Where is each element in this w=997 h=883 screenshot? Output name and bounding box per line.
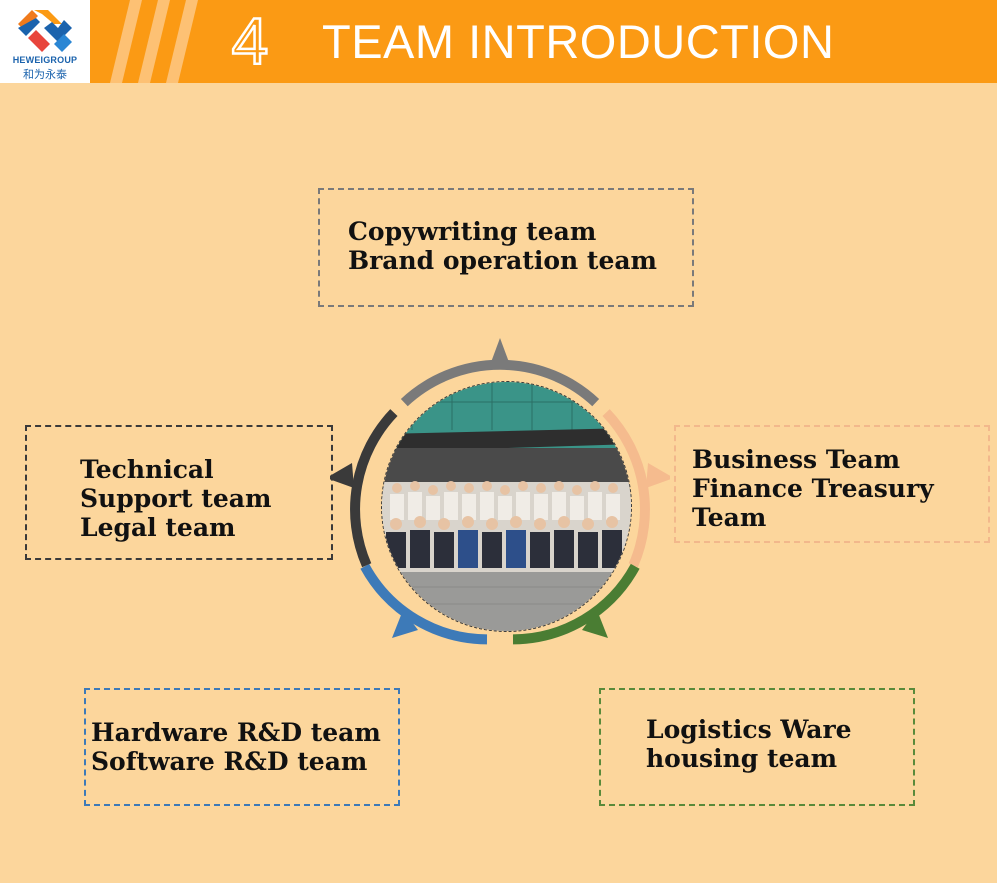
ring-arc-dark [350,409,398,568]
team-label: housing team [646,744,838,773]
arrow-dark-icon [330,463,354,488]
arrow-green-icon [582,610,608,638]
arrow-blue-icon [392,610,418,638]
team-label: Brand operation team [348,246,657,275]
team-label: Support team [80,484,272,513]
team-box-copywriting-brand: Copywriting team Brand operation team [318,188,694,307]
team-box-technical-legal: Technical Support team Legal team [25,425,333,560]
team-label: Copywriting team [348,217,597,246]
team-photo-illustration [382,382,631,631]
logo-mark-icon [18,10,72,52]
team-label: Legal team [80,513,236,542]
team-label: Software R&D team [91,747,368,776]
team-box-hardware-software: Hardware R&D team Software R&D team [84,688,400,806]
ring-arc-green [512,563,640,645]
team-photo [381,381,632,632]
team-label: Finance Treasury [692,474,934,503]
section-number: 4 [230,4,269,78]
team-label: Logistics Ware [646,715,852,744]
team-label: Team [692,503,767,532]
team-label: Business Team [692,445,901,474]
logo-text-cn: 和为永泰 [23,68,67,81]
arrow-gray-icon [490,338,510,365]
team-label: Technical [80,455,214,484]
header-bar: HEWEIGROUP 和为永泰 4 TEAM INTRODUCTION [0,0,997,83]
logo-text-en: HEWEIGROUP [12,55,78,65]
team-label: Hardware R&D team [91,718,381,747]
team-box-logistics: Logistics Ware housing team [599,688,915,806]
company-logo: HEWEIGROUP 和为永泰 [0,0,90,83]
team-box-business-finance: Business Team Finance Treasury Team [674,425,990,543]
page-title: TEAM INTRODUCTION [322,15,835,68]
ring-arc-blue [360,563,488,645]
ring-arc-peach [602,409,650,568]
cycle-ring [330,338,670,645]
header-stripes [110,0,198,83]
arrow-peach-icon [646,463,670,488]
